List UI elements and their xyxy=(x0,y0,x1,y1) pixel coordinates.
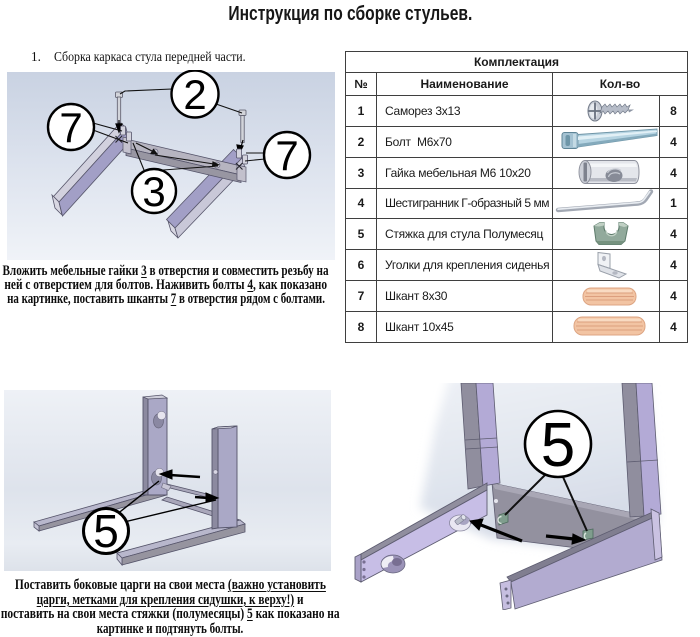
svg-text:5: 5 xyxy=(93,505,119,557)
svg-text:3: 3 xyxy=(142,168,165,215)
svg-text:7: 7 xyxy=(59,104,82,151)
svg-text:5: 5 xyxy=(541,411,575,480)
svg-text:7: 7 xyxy=(275,132,298,179)
svg-text:2: 2 xyxy=(183,71,206,118)
